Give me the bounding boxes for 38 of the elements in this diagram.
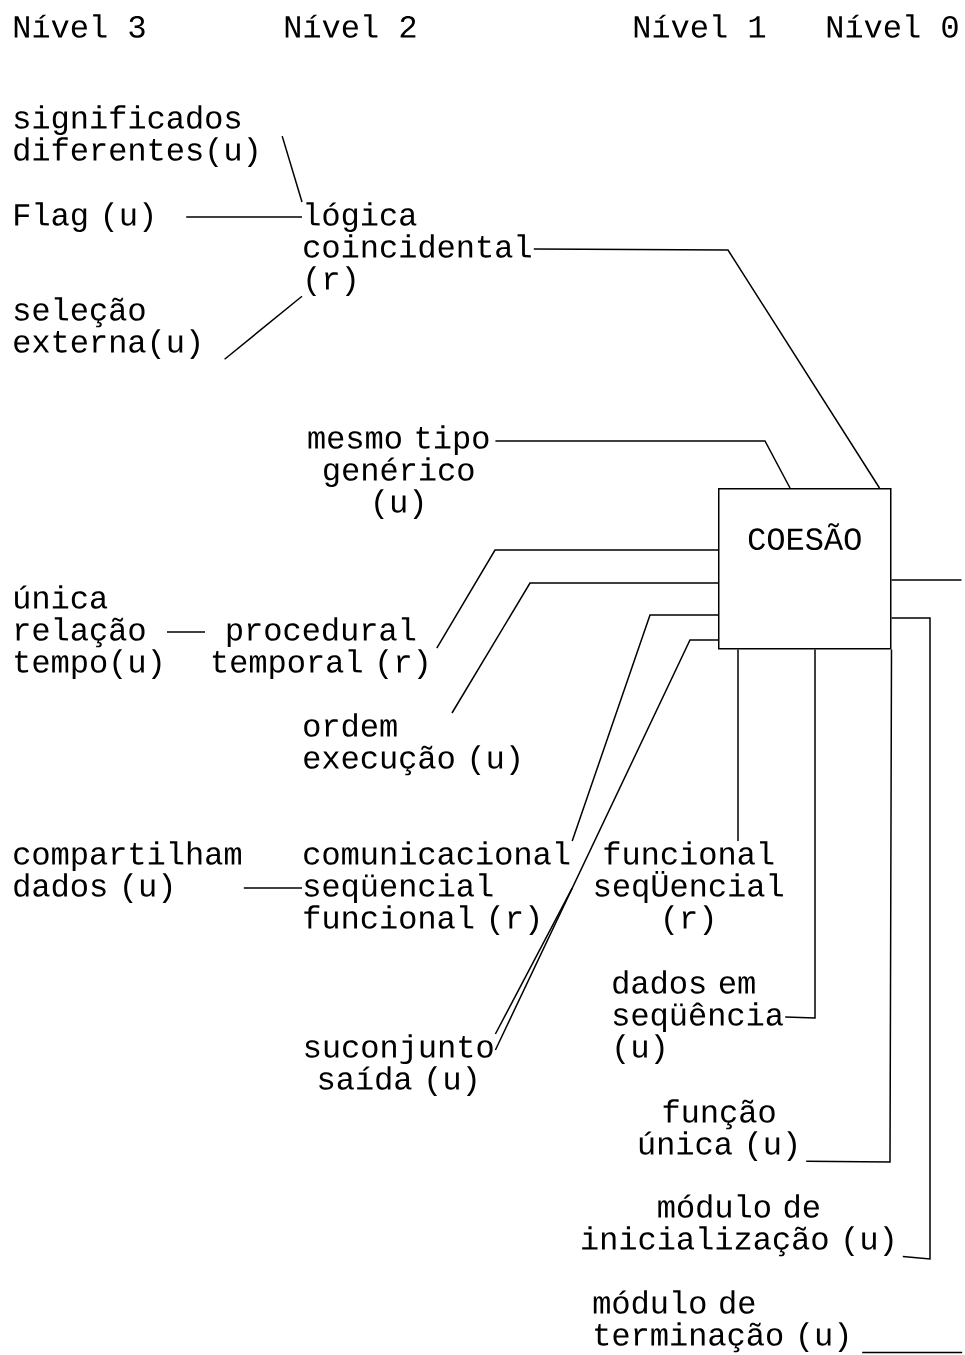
text-label: módulo de inicialização (u)	[582, 1194, 893, 1257]
text-label: Flag (u)	[15, 202, 152, 233]
connector-line	[890, 617, 931, 1260]
level-heading: Nível 2	[285, 14, 416, 38]
text-label: funcional seqÜencial (r)	[595, 841, 783, 936]
connector-line	[166, 631, 206, 633]
text-label: seleção externa(u)	[14, 297, 199, 360]
connector-line	[805, 648, 893, 1163]
connector-line	[436, 549, 719, 649]
text-label: procedural temporal (r)	[212, 617, 427, 680]
connector-line	[737, 648, 739, 842]
text-label: função única (u)	[639, 1099, 796, 1162]
text-label: compartilham dados (u)	[14, 841, 241, 904]
level-heading: Nível 3	[14, 14, 145, 38]
connector-line	[533, 248, 881, 489]
text-label: significados diferentes(u)	[14, 105, 257, 168]
connector-line	[571, 614, 719, 842]
connector-line	[784, 648, 816, 1019]
text-label: comunicacional seqüencial funcional (r)	[304, 841, 570, 936]
connector-line	[243, 887, 303, 889]
text-label: módulo de terminação (u)	[593, 1290, 848, 1353]
connector-line	[494, 639, 719, 1051]
connector-line	[451, 582, 719, 714]
text-label: ordem execução (u)	[304, 713, 519, 776]
connector-line	[281, 135, 303, 203]
process-box: COESÃO	[718, 488, 892, 650]
text-label: mesmo tipo genérico (u)	[308, 425, 489, 520]
text-label: única relação tempo(u)	[15, 585, 161, 680]
level-heading: Nível 0	[827, 14, 958, 38]
text-label: lógica coincidental (r)	[304, 202, 531, 297]
text-label: suconjunto saída (u)	[305, 1034, 493, 1097]
connector-line	[861, 1351, 963, 1354]
connector-line	[185, 216, 303, 218]
connector-line	[223, 295, 303, 360]
connector-line	[890, 579, 963, 581]
text-label: dados em seqüência (u)	[613, 970, 783, 1065]
connector-line	[494, 440, 791, 489]
level-heading: Nível 1	[634, 14, 766, 38]
